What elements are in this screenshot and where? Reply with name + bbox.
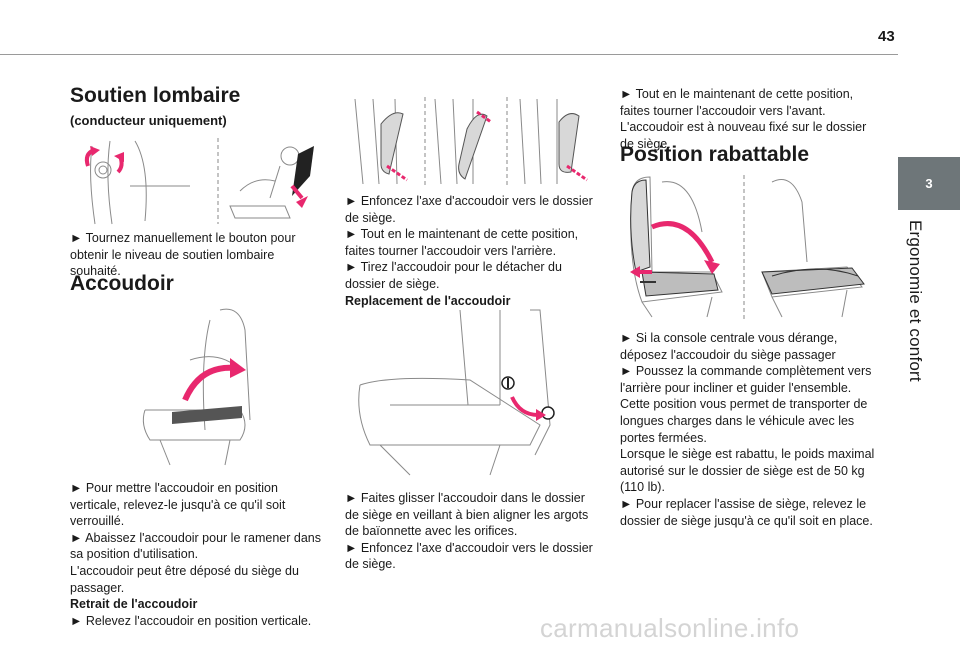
chapter-tab[interactable]: 3 [898, 157, 960, 210]
paragraph: ► Faites glisser l'accoudoir dans le dos… [345, 491, 589, 539]
heading-lumbar: Soutien lombaire [70, 84, 241, 107]
page-number: 43 [878, 28, 895, 45]
armrest-removal-illustration [345, 94, 595, 189]
paragraph: Lorsque le siège est rabattu, le poids m… [620, 447, 875, 495]
paragraph: ► Si la console centrale vous dérange, d… [620, 331, 838, 362]
text-fold: ► Si la console centrale vous dérange, d… [620, 330, 878, 529]
lumbar-illustration [70, 136, 325, 226]
armrest-replace-illustration [350, 305, 590, 480]
text-replace: ► Faites glisser l'accoudoir dans le dos… [345, 490, 600, 573]
subheading-removal: Retrait de l'accoudoir [70, 597, 198, 612]
text-lumbar: ► Tournez manuellement le bouton pour ob… [70, 230, 325, 280]
text-rotate-forward: ► Tout en le maintenant de cette positio… [620, 86, 878, 152]
subheading-lumbar: (conducteur uniquement) [70, 113, 227, 128]
paragraph: ► Abaissez l'accoudoir pour le ramener d… [70, 530, 322, 562]
paragraph: ► Pour mettre l'accoudoir en position ve… [70, 481, 286, 529]
paragraph: ► Pour replacer l'assise de siège, relev… [620, 496, 873, 528]
armrest-illustration [130, 300, 280, 475]
paragraph: ► Tournez manuellement le bouton pour ob… [70, 231, 296, 279]
chapter-title: Ergonomie et confort [906, 220, 925, 382]
text-armrest: ► Pour mettre l'accoudoir en position ve… [70, 480, 325, 629]
paragraph: ► Enfoncez l'axe d'accoudoir vers le dos… [345, 540, 593, 572]
paragraph: ► Enfoncez l'axe d'accoudoir vers le dos… [345, 194, 593, 225]
paragraph: ► Tout en le maintenant de cette positio… [620, 87, 867, 151]
paragraph: L'accoudoir peut être déposé du siège du… [70, 563, 299, 595]
paragraph: Cette position vous permet de transporte… [620, 397, 868, 445]
subheading-replace: Replacement de l'accoudoir [345, 293, 511, 308]
paragraph: ► Relevez l'accoudoir en position vertic… [70, 613, 312, 628]
paragraph: ► Poussez la commande complètement vers … [620, 364, 872, 395]
fold-seat-illustration [622, 172, 877, 322]
heading-fold: Position rabattable [620, 143, 810, 166]
heading-armrest: Accoudoir [70, 272, 174, 295]
watermark: carmanualsonline.info [540, 613, 800, 643]
header-rule [0, 54, 898, 55]
paragraph: ► Tout en le maintenant de cette positio… [345, 227, 579, 258]
paragraph: ► Tirez l'accoudoir pour le détacher du … [345, 260, 562, 291]
text-removal: ► Enfoncez l'axe d'accoudoir vers le dos… [345, 193, 600, 309]
